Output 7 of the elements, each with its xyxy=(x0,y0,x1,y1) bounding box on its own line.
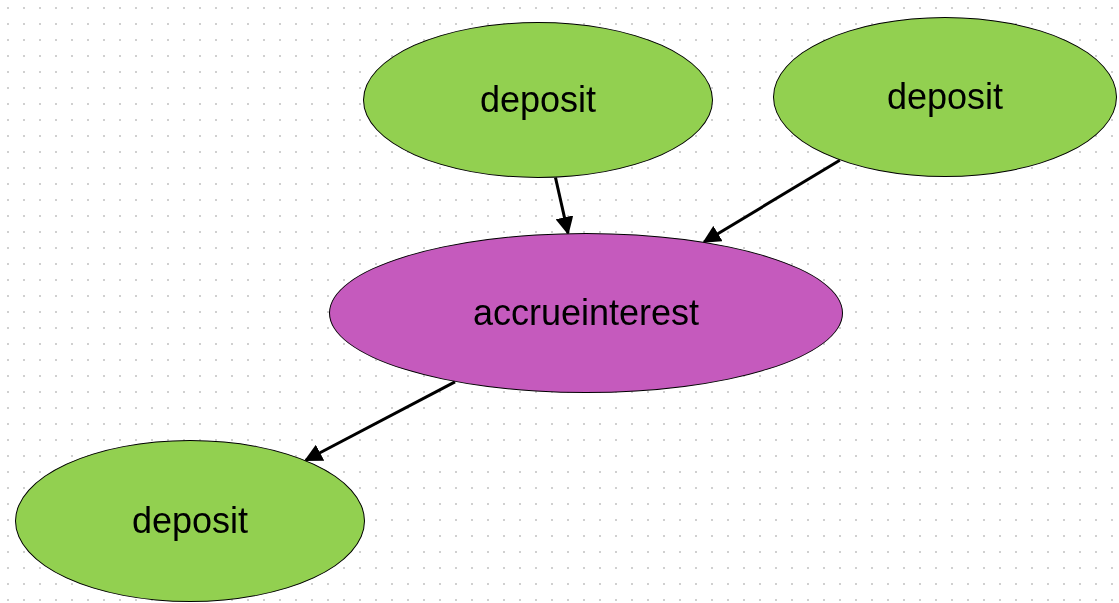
node-label: deposit xyxy=(131,499,249,543)
node-label: accrueinterest xyxy=(472,291,700,335)
node-label: deposit xyxy=(886,75,1004,119)
arrow xyxy=(702,159,841,244)
node-label: deposit xyxy=(479,78,597,122)
arrow xyxy=(304,380,456,462)
arrow xyxy=(554,177,574,235)
